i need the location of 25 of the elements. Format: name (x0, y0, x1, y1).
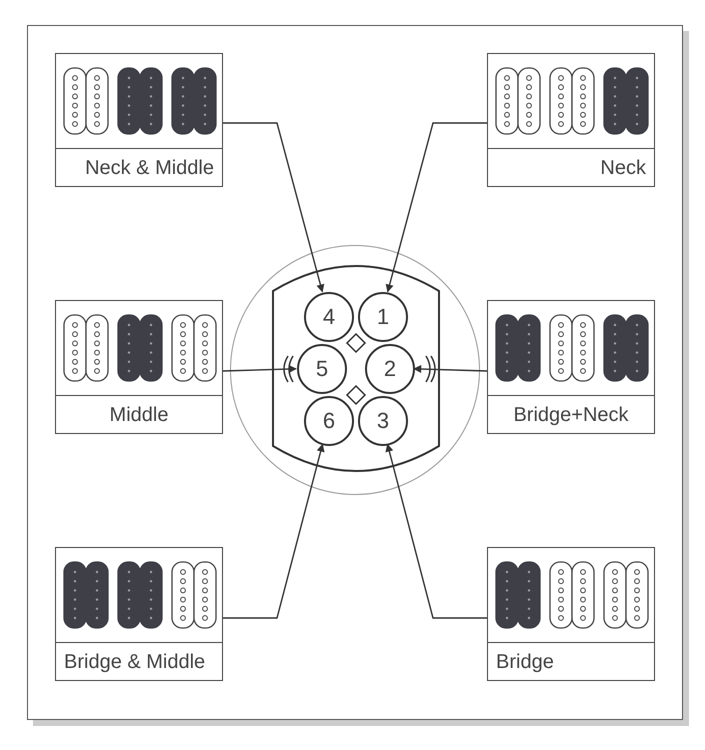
arrow (222, 365, 297, 374)
position-label: Middle (110, 404, 168, 426)
pickup-panel (487, 300, 655, 434)
pickup-panel (55, 547, 223, 681)
position-number: 6 (322, 409, 336, 433)
position-label: Neck (600, 157, 646, 179)
position-label: Bridge+Neck (513, 404, 629, 426)
selector-switch (230, 245, 480, 495)
position-number: 1 (376, 305, 390, 329)
arrow (223, 122, 324, 292)
arrow (223, 444, 325, 619)
position-number: 3 (376, 409, 390, 433)
arrow (413, 365, 488, 374)
position-label: Bridge (496, 651, 554, 673)
pickup-panel (487, 547, 655, 681)
position-label: Neck & Middle (85, 157, 214, 179)
pickup-panel (487, 53, 655, 187)
arrow (385, 444, 487, 619)
pickup-panel (55, 53, 223, 187)
position-number: 2 (382, 357, 398, 381)
position-label: Bridge & Middle (64, 651, 206, 673)
position-number: 5 (314, 357, 330, 381)
pickup-panel (55, 300, 223, 434)
position-number: 4 (322, 305, 336, 329)
arrow (386, 122, 487, 292)
